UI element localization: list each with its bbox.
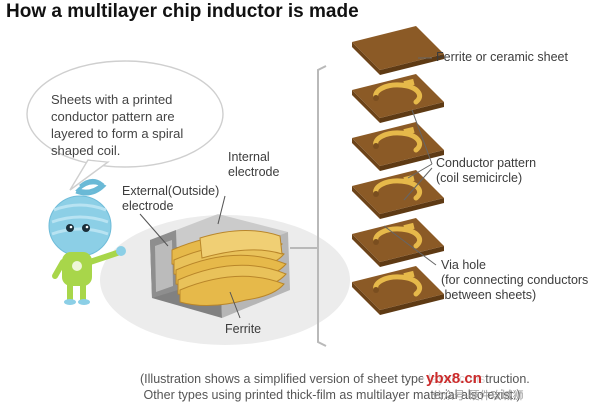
chip-inductor-illustration [139, 195, 318, 319]
mascot-character [48, 179, 126, 305]
sheet-layer [352, 74, 444, 123]
leader-conductor-1 [411, 109, 433, 165]
leader-via-hole [383, 225, 437, 266]
label-via-hole: Via hole (for connecting conductors betw… [441, 258, 589, 302]
sheet-layer [352, 122, 444, 171]
leader-conductor-2 [407, 163, 433, 179]
label-ferrite-sheet: Ferrite or ceramic sheet [436, 50, 568, 64]
sheet-stack [352, 26, 444, 315]
leader-conductor-3 [403, 167, 433, 201]
stack-bracket [317, 65, 327, 347]
label-conductor-pattern: Conductor pattern (coil semicircle) [436, 156, 537, 185]
speech-bubble [26, 60, 224, 191]
watermark-site: ybx8.cn [423, 370, 485, 387]
conductor-pattern [373, 178, 423, 201]
conductor-pattern [373, 226, 423, 249]
page-title: How a multilayer chip inductor is made [6, 1, 359, 22]
via-hole [373, 143, 379, 149]
label-internal-electrode: Internal electrode [228, 150, 280, 179]
via-hole [373, 287, 379, 293]
label-ferrite: Ferrite [225, 322, 262, 336]
coil-layers [171, 230, 287, 307]
via-hole [373, 239, 379, 245]
conductor-pattern [373, 82, 423, 105]
sheet-layer [352, 170, 444, 219]
via-hole [373, 191, 379, 197]
speech-bubble-text: Sheets with a printed conductor pattern … [51, 92, 184, 158]
sheet-layer [352, 218, 444, 267]
label-external-electrode: External(Outside) electrode [122, 184, 220, 213]
sheet-layer [352, 266, 444, 315]
watermark-text: 公众号·硬件攻城狮 [432, 390, 524, 402]
conductor-pattern [373, 130, 423, 153]
conductor-pattern [373, 274, 423, 297]
sheet-layer [352, 26, 444, 75]
via-hole [373, 95, 379, 101]
